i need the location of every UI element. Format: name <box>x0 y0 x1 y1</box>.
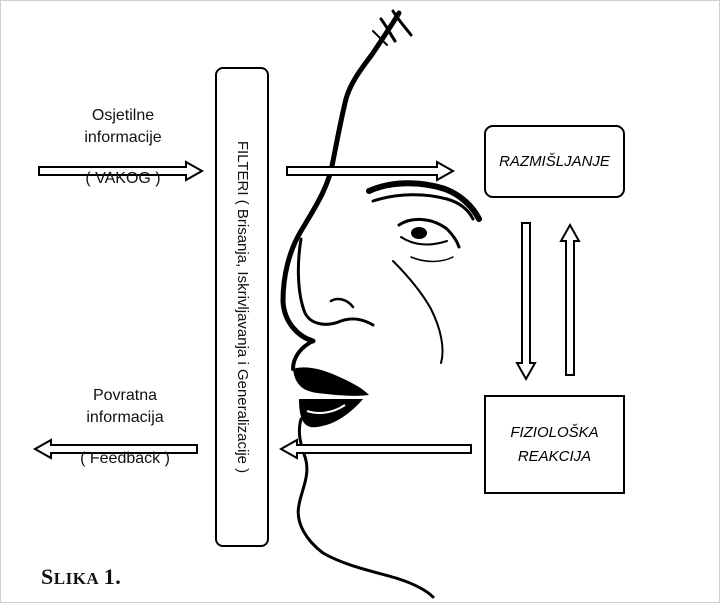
hair-strand <box>379 17 397 43</box>
reaction-to-filters-arrow <box>278 438 472 460</box>
eye-lower <box>400 236 448 246</box>
lower-lip <box>299 399 363 428</box>
filters-box <box>215 67 269 547</box>
cheek-contour <box>392 260 444 364</box>
filters-to-thinking-arrow <box>286 160 456 182</box>
caption-initial: S <box>41 564 54 589</box>
caption-rest: LIKA <box>53 569 100 588</box>
eye-wrinkle <box>410 256 454 263</box>
feedback-label-line2: informacija <box>86 409 164 426</box>
eye-upper <box>397 218 461 249</box>
hair-strand <box>391 9 413 37</box>
input-label-line3: ( VAKOG ) <box>85 170 161 187</box>
nostril <box>329 297 355 309</box>
feedback-arrow <box>32 438 198 460</box>
eyebrow <box>366 180 482 222</box>
lips-illustration <box>293 367 369 428</box>
filters-label: FILTERI ( Brisanja, Iskrivljavanja i Gen… <box>234 140 251 474</box>
thinking-box-label: RAZMIŠLJANJE <box>499 153 610 170</box>
eyebrow-shade <box>371 193 475 221</box>
reaction-box-line1: FIZIOLOŠKA <box>510 423 599 441</box>
input-label-line1: Osjetilne <box>91 107 155 124</box>
hair-strand <box>372 30 388 46</box>
feedback-label: Povratna informacija ( Feedback ) <box>57 385 193 470</box>
thinking-box: RAZMIŠLJANJE <box>484 125 625 198</box>
input-arrow <box>38 160 205 182</box>
face-illustration <box>280 9 482 599</box>
caption-number: 1. <box>103 564 122 589</box>
reaction-box: FIZIOLOŠKA REAKCIJA <box>484 395 625 494</box>
feedback-label-line1: Povratna <box>92 387 158 404</box>
lip-highlight <box>306 404 346 414</box>
thinking-to-reaction-arrow <box>515 222 537 382</box>
eye-pupil <box>411 227 427 239</box>
upper-lip <box>293 367 369 396</box>
reaction-box-line2: REAKCIJA <box>517 447 592 465</box>
philtrum-line <box>291 339 315 371</box>
reaction-to-thinking-arrow <box>559 222 581 376</box>
input-label: Osjetilne informacije ( VAKOG ) <box>55 105 191 190</box>
figure-caption: SLIKA 1. <box>41 564 121 590</box>
feedback-label-line3: ( Feedback ) <box>80 450 170 467</box>
nose-line <box>296 237 375 327</box>
input-label-line2: informacije <box>84 129 162 146</box>
face-profile-line <box>280 10 402 344</box>
chin-line <box>296 417 435 599</box>
